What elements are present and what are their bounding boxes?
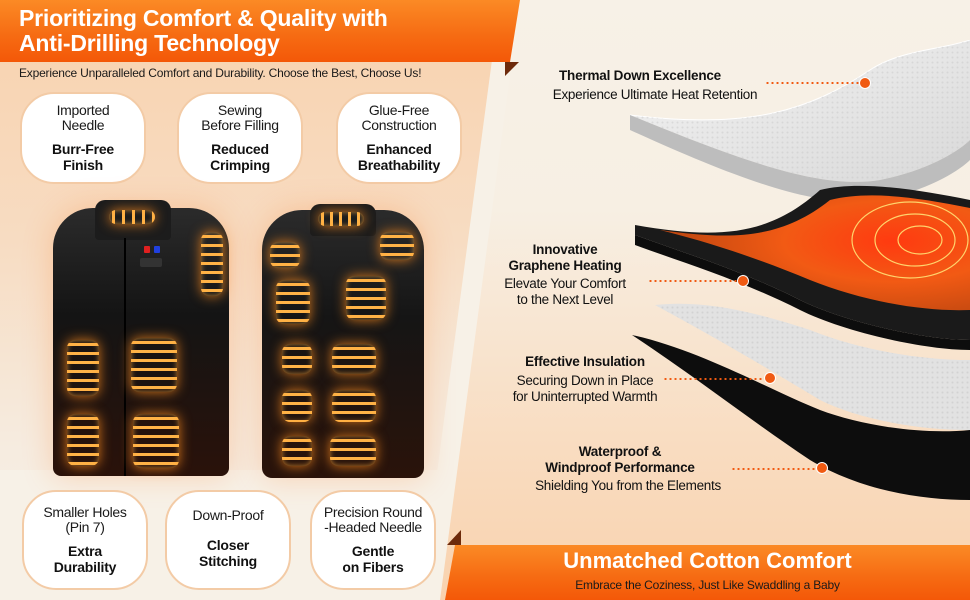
footer-title: Unmatched Cotton Comfort: [563, 548, 852, 573]
callout-connector: [663, 378, 765, 380]
feature-label: Sewing: [217, 102, 263, 118]
heat-zone-back-collar: [318, 212, 364, 226]
feature-benefit: Reduced: [211, 141, 269, 157]
heat-zone-armhole: [201, 232, 223, 296]
callout-marker-icon: [859, 77, 871, 89]
callout-graphene-subtitle: Elevate Your Comfort to the Next Level: [490, 276, 640, 308]
feature-benefit: Crimping: [210, 157, 270, 173]
page-title-line2: Anti-Drilling Technology: [19, 30, 280, 56]
callout-subtitle-line: for Uninterrupted Warmth: [512, 389, 658, 404]
heat-zone-shoulder-left: [270, 242, 300, 268]
heat-zone-waist-left: [282, 436, 312, 466]
vest-zipper: [124, 238, 126, 476]
feature-benefit: Gentle: [351, 543, 395, 559]
callout-graphene-title: Innovative Graphene Heating: [490, 242, 640, 274]
feature-label: Needle: [61, 117, 105, 133]
feature-label: Smaller Holes: [43, 504, 127, 520]
page-subtitle: Experience Unparalleled Comfort and Dura…: [19, 66, 422, 80]
feature-benefit: Breathability: [357, 157, 441, 173]
feature-label: Imported: [56, 102, 110, 118]
callout-title-line: Graphene Heating: [508, 258, 622, 273]
heat-zone-lower-back-left: [282, 390, 312, 422]
callout-title-line: Waterproof &: [578, 444, 662, 459]
feature-benefit: Extra: [67, 543, 102, 559]
heat-zone-mid-back-right: [332, 344, 376, 374]
heat-zone-collar: [109, 210, 155, 224]
heat-zone-front-right-upper: [131, 338, 177, 392]
page-title: Prioritizing Comfort & Quality with Anti…: [19, 6, 388, 56]
feature-benefit: Stitching: [198, 552, 258, 569]
heated-vest-back-image: [262, 204, 424, 478]
title-banner-fold: [505, 62, 519, 76]
heat-zone-mid-back-left: [282, 344, 312, 374]
callout-subtitle-line: to the Next Level: [516, 292, 614, 307]
page-title-line1: Prioritizing Comfort & Quality with: [19, 5, 388, 31]
fabric-layers-diagram: [629, 40, 970, 500]
callout-title-line: Windproof Performance: [545, 460, 695, 475]
heat-zone-front-left-lower: [67, 414, 99, 466]
feature-label: (Pin 7): [65, 519, 105, 535]
layer-waterproof-windproof: [632, 335, 970, 500]
callout-connector: [648, 280, 738, 282]
feature-benefit: Durability: [53, 559, 117, 575]
callout-insulation-subtitle: Securing Down in Place for Uninterrupted…: [490, 373, 680, 405]
callout-waterproof-subtitle: Shielding You from the Elements: [535, 478, 721, 493]
heat-zone-waist-right: [330, 436, 376, 466]
callout-connector: [731, 468, 817, 470]
feature-label: -Headed Needle: [324, 519, 422, 535]
control-panel-icon: [140, 258, 162, 267]
feature-label: Precision Round: [323, 504, 423, 520]
heat-zone-lower-back-right: [332, 390, 376, 422]
title-banner: [0, 0, 520, 62]
heat-zone-shoulder-right: [380, 232, 414, 260]
heat-zone-upper-back-left: [276, 280, 310, 324]
footer-banner-fold: [447, 530, 461, 545]
footer-banner: [445, 545, 970, 600]
feature-label: Down-Proof: [192, 506, 264, 523]
layer-graphene-heating: [635, 185, 970, 350]
heat-zone-upper-back-right: [346, 276, 386, 320]
heated-vest-front-image: [53, 200, 229, 476]
feature-label: Glue-Free: [368, 102, 430, 118]
feature-benefit: Enhanced: [366, 141, 432, 157]
feature-benefit: Closer: [206, 536, 250, 553]
feature-label: Construction: [361, 117, 437, 133]
feature-label: Before Filling: [201, 117, 279, 133]
power-button-red: [144, 246, 150, 253]
power-button-blue: [154, 246, 160, 253]
heat-zone-front-left-upper: [67, 340, 99, 396]
callout-connector: [765, 82, 863, 84]
callout-insulation-title: Effective Insulation: [525, 354, 645, 369]
layer-thermal-down: [629, 40, 970, 202]
feature-benefit: Finish: [62, 157, 104, 173]
callout-subtitle-line: Securing Down in Place: [516, 373, 654, 388]
callout-marker-icon: [764, 372, 776, 384]
feature-benefit: Burr-Free: [52, 141, 114, 157]
callout-thermal-down-title: Thermal Down Excellence: [559, 68, 721, 83]
callout-title-line: Innovative: [532, 242, 598, 257]
feature-benefit: on Fibers: [342, 559, 404, 575]
callout-thermal-down-subtitle: Experience Ultimate Heat Retention: [552, 87, 758, 102]
footer-subtitle: Embrace the Coziness, Just Like Swaddlin…: [575, 578, 840, 592]
callout-subtitle-line: Elevate Your Comfort: [504, 276, 626, 291]
layer-insulation: [655, 303, 970, 430]
callout-marker-icon: [737, 275, 749, 287]
callout-marker-icon: [816, 462, 828, 474]
callout-waterproof-title: Waterproof & Windproof Performance: [520, 444, 720, 476]
heat-zone-front-right-lower: [133, 414, 179, 468]
